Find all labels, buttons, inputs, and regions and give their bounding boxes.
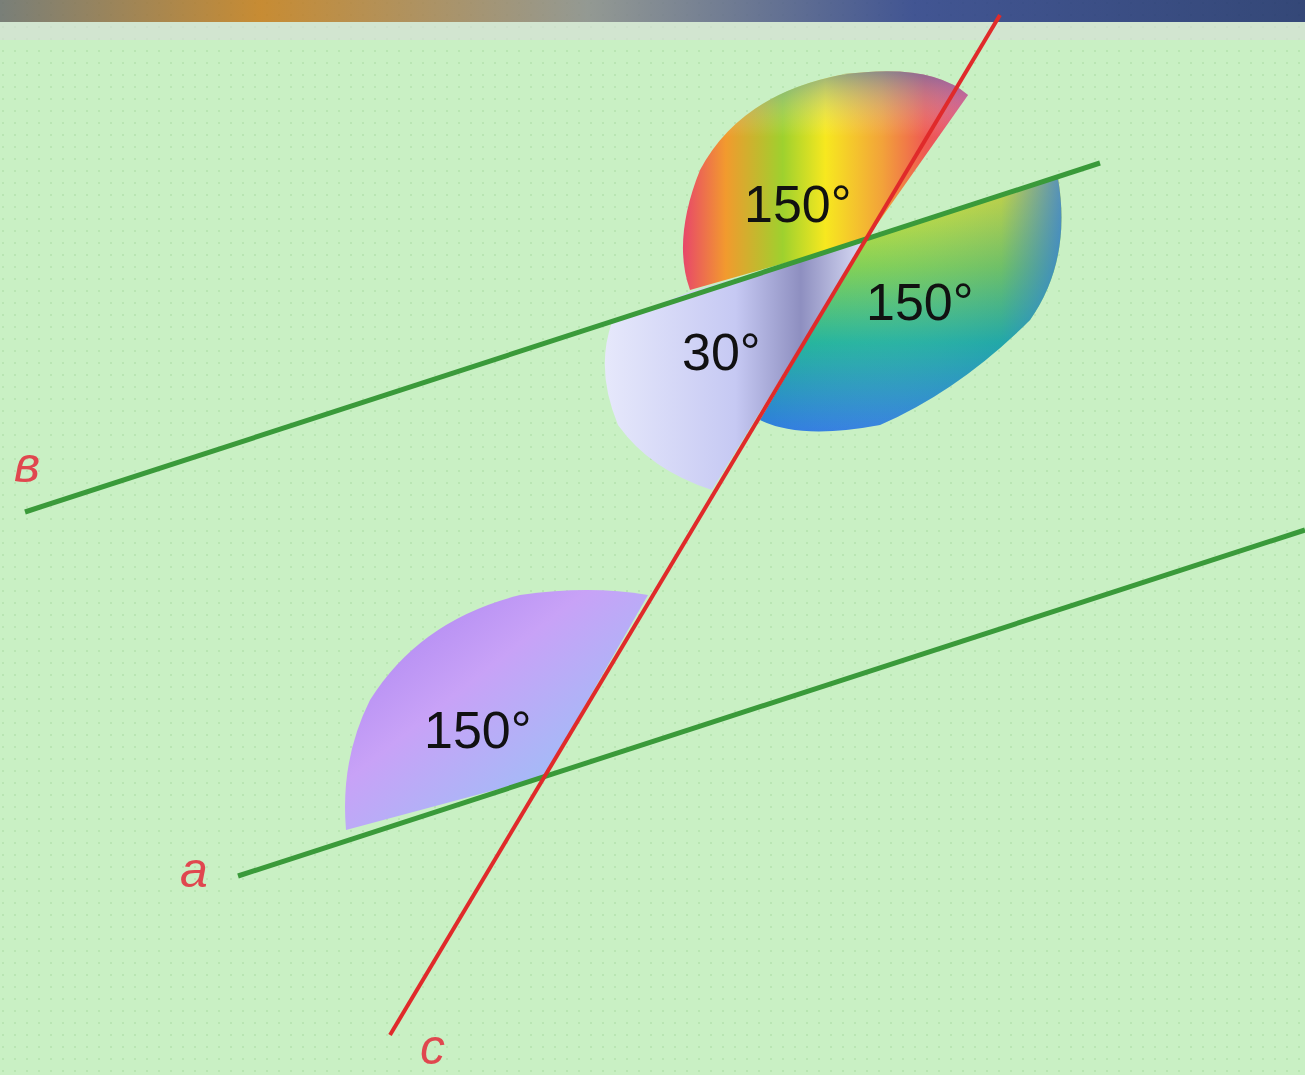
angle-value: 30°: [682, 326, 761, 378]
angle-value: 150°: [424, 704, 532, 756]
line-name: в: [14, 440, 40, 490]
line-name: c: [420, 1022, 445, 1072]
angle-value: 150°: [866, 276, 974, 328]
angle-value: 150°: [744, 178, 852, 230]
line-name: a: [180, 845, 208, 895]
